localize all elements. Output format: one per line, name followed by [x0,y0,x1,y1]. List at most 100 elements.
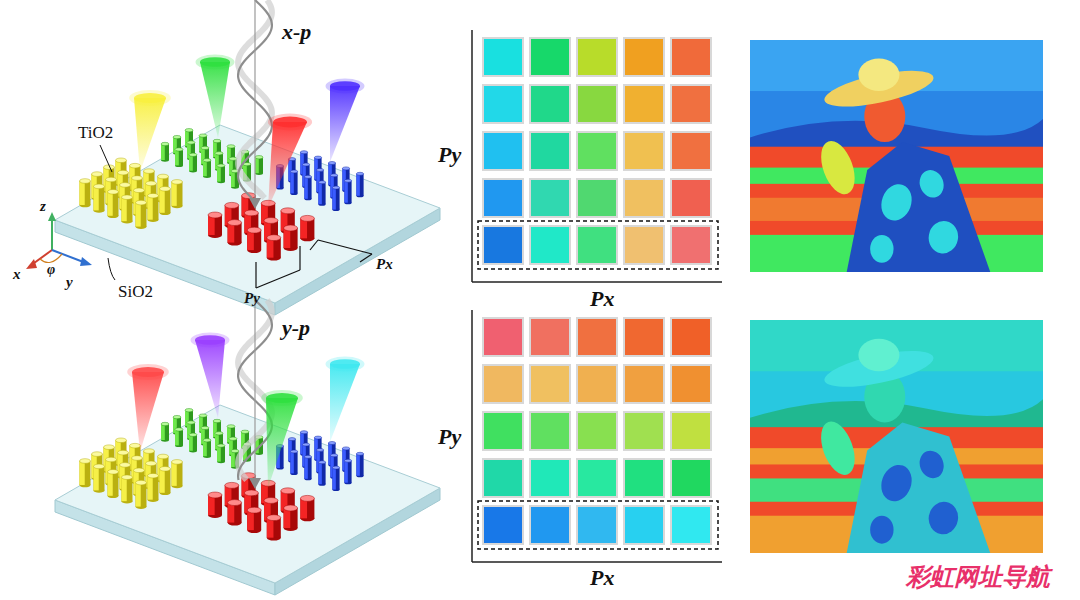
colour-square [577,85,617,123]
photo-shape [926,499,961,536]
dimension-line [318,240,372,254]
pillar-shine [94,466,99,490]
colour-square [624,459,664,497]
colour-square [624,365,664,403]
wave-axis [254,300,255,480]
pillar-body [203,440,211,456]
colour-square [577,179,617,217]
colour-square [483,132,523,170]
pillar-top [264,218,278,224]
axis-label: z [40,198,46,215]
pillar-body [108,472,119,496]
pillar-top [227,145,235,148]
pillar-top [316,448,323,451]
pillar-body [94,466,105,490]
pillar-top [175,148,183,151]
pillar-shine [344,461,347,483]
colour-square [530,132,570,170]
pillar-top [136,480,147,485]
pillar-body [80,181,91,205]
metasurface-illustration [26,0,440,315]
pillar-shine [231,171,235,187]
pillar-top [122,475,133,480]
pillar-top [116,158,127,163]
pillar-top [92,452,103,457]
metasurface-illustration [55,300,440,595]
pillar-top [302,163,309,166]
axis-label: x [13,266,21,283]
colour-square [530,506,570,544]
pillar-shine [122,197,127,221]
pillar-shine [160,189,165,213]
pillar-top [314,436,321,439]
pillar-top [225,482,239,488]
pillar-top [328,161,335,164]
pillar-body [94,186,105,210]
photo-shape [926,219,960,256]
pillar-body [332,188,339,210]
light-wave [238,300,272,480]
pillar-body [160,469,171,493]
light-cone-top [134,93,166,103]
pillar-body [290,171,297,193]
colour-square [483,412,523,450]
pillar-top [130,163,141,168]
pillar-shine [290,451,293,473]
pillar-body [203,160,211,176]
pillar-top [228,220,242,226]
pillar-top [284,505,298,511]
colour-square [577,38,617,76]
pillar-body [356,174,363,196]
pillar-top [244,210,258,216]
photo-shape [858,339,899,372]
pillar-body [136,203,147,227]
light-wave [238,300,272,480]
colour-square [483,179,523,217]
pillar-shine [318,182,321,204]
pillar-shine [175,429,179,445]
pillar-top [199,134,207,137]
pillar-top [160,186,171,191]
pillar-shine [356,174,359,196]
pillar-top [290,450,297,453]
pillar-top [264,498,278,504]
pillar-top [342,447,349,450]
grid-axis [472,281,722,283]
colour-square [530,459,570,497]
axis-title: Py [438,425,461,449]
pillar-body [304,457,311,479]
light-cone-top [195,335,225,345]
pillar-top [318,461,325,464]
pillar-body [172,182,183,206]
pillar-top [356,172,363,175]
pillar-body [344,181,351,203]
colour-square [624,226,664,264]
colour-square [530,226,570,264]
colour-square [671,459,711,497]
colour-square [483,226,523,264]
pillar-shine [80,181,85,205]
pillar-top [189,433,197,436]
pillar-top [120,183,131,188]
pillar-top [108,189,119,194]
axis-head [80,257,92,266]
pillar-top [148,473,159,478]
light-cone-top [330,81,360,91]
pillar-top [267,515,281,521]
pillar-top [284,225,298,231]
pillar-top [94,184,105,189]
pillar-shine [332,188,335,210]
pillar-shine [148,196,153,220]
pillar-shine [160,469,165,493]
pillar-top [92,172,103,177]
pillar-shine [290,171,293,193]
pillar-shine [332,468,335,490]
pillar-body [172,462,183,486]
pillar-body [255,157,263,173]
dimension-tick [255,262,256,288]
wave-arrowhead [249,198,261,209]
pillar-top [228,500,242,506]
dimension-tick [299,246,300,270]
pillar-top [304,455,311,458]
colour-square [624,85,664,123]
